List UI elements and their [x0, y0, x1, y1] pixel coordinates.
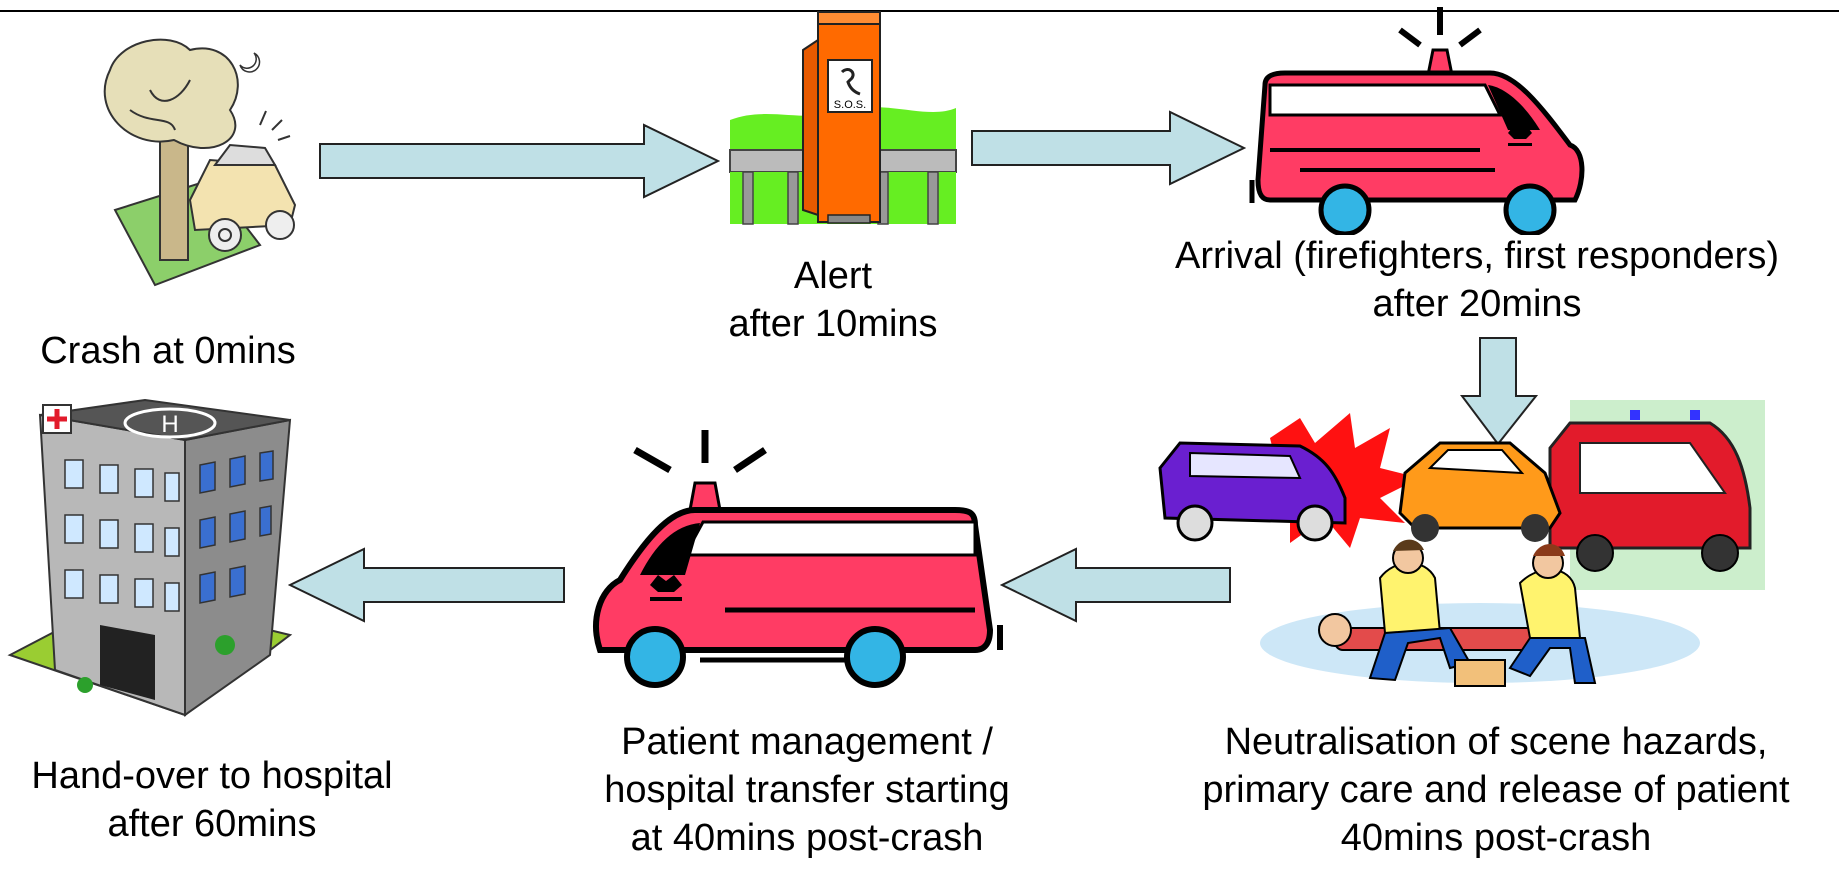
arrival-caption-line2: after 20mins: [1372, 283, 1582, 325]
alert-caption-line1: Alert: [793, 255, 873, 297]
arrow-transfer-to-handover: [288, 547, 565, 623]
neutralisation-caption-line1: Neutralisation of scene hazards,: [1224, 721, 1768, 763]
neutralisation-caption-line3: 40mins post-crash: [1340, 817, 1652, 859]
arrow-arrival-to-neutralisation: [1460, 337, 1538, 446]
handover-caption-line2: after 60mins: [107, 803, 317, 845]
arrow-neutralisation-to-transfer: [1000, 547, 1231, 623]
neutralisation-caption-line2: primary care and release of patient: [1202, 769, 1790, 811]
arrow-alert-to-arrival: [971, 110, 1246, 186]
neutralisation-clipart: [1158, 400, 1765, 687]
transfer-caption: Patient management / hospital transfer s…: [604, 718, 1010, 862]
transfer-ambulance-clipart: [593, 430, 1003, 688]
neutralisation-caption: Neutralisation of scene hazards, primary…: [1202, 718, 1789, 862]
arrival-ambulance-clipart: [1249, 7, 1585, 235]
handover-caption: Hand-over to hospital after 60mins: [31, 752, 392, 848]
alert-caption: Alert after 10mins: [728, 252, 937, 348]
sos-post-clipart: S.O.S.: [729, 11, 957, 225]
handover-caption-line1: Hand-over to hospital: [31, 755, 393, 797]
hospital-clipart: H: [7, 398, 293, 717]
helipad-letter: H: [161, 411, 178, 438]
sos-sign-text: S.O.S.: [834, 99, 866, 111]
alert-caption-line2: after 10mins: [728, 303, 938, 345]
transfer-caption-line3: at 40mins post-crash: [630, 817, 984, 859]
crash-clipart: [103, 38, 297, 287]
arrow-crash-to-alert: [319, 123, 720, 199]
transfer-caption-line1: Patient management /: [621, 721, 993, 763]
arrival-caption-line1: Arrival (firefighters, first responders): [1175, 235, 1779, 277]
arrival-caption: Arrival (firefighters, first responders)…: [1175, 232, 1779, 328]
top-rule: [0, 10, 1839, 12]
crash-caption: Crash at 0mins: [40, 327, 296, 375]
transfer-caption-line2: hospital transfer starting: [604, 769, 1010, 811]
crash-caption-line1: Crash at 0mins: [40, 330, 296, 372]
